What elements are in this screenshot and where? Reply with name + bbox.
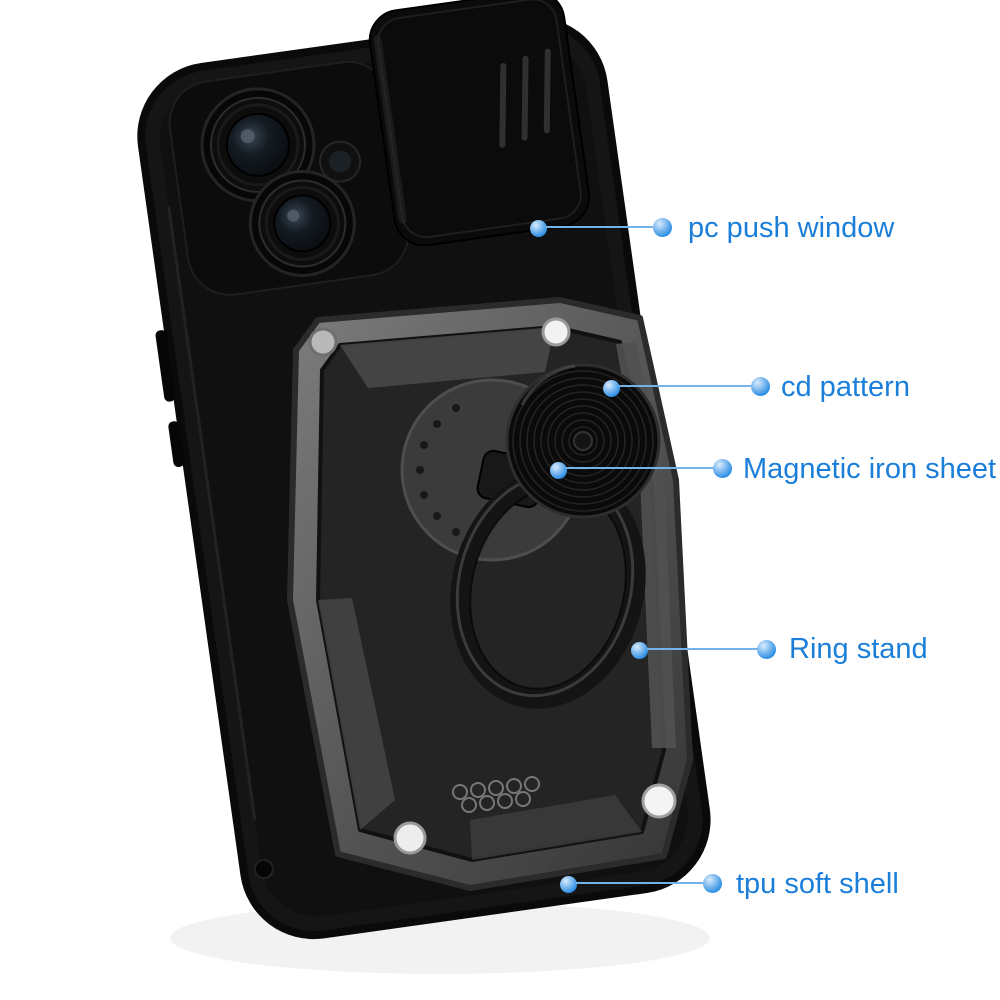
screw-hole xyxy=(308,327,338,357)
callout-leader-line xyxy=(546,226,654,228)
callout-leader-line xyxy=(566,467,714,469)
callout-label-cd-pattern: cd pattern xyxy=(781,371,910,403)
camera-lens xyxy=(200,87,316,203)
callout-label-pc-push-window: pc push window xyxy=(688,212,895,244)
callout-label-tpu-soft-shell: tpu soft shell xyxy=(736,868,899,900)
callout-label-magnetic-iron-sheet: Magnetic iron sheet xyxy=(743,453,997,485)
callout-label-ring-stand: Ring stand xyxy=(789,633,928,665)
rivet-dots xyxy=(416,404,460,536)
callout-leader-line xyxy=(576,882,704,884)
camera-module xyxy=(168,60,410,296)
callout-anchor-dot-icon xyxy=(631,642,648,659)
callout-bullet-dot-icon xyxy=(653,218,672,237)
side-button xyxy=(168,421,185,468)
callout-leader-line xyxy=(647,648,758,650)
cd-pattern-disc xyxy=(505,363,661,519)
camera-slide-cover xyxy=(368,0,591,247)
callout-bullet-dot-icon xyxy=(757,640,776,659)
callout-anchor-dot-icon xyxy=(550,462,567,479)
callout-anchor-dot-icon xyxy=(560,876,577,893)
camera-flash xyxy=(319,140,362,183)
callout-anchor-dot-icon xyxy=(603,380,620,397)
screw-hole xyxy=(641,783,677,819)
camera-lens xyxy=(248,169,356,277)
callout-bullet-dot-icon xyxy=(703,874,722,893)
honeycomb-texture xyxy=(452,776,540,813)
callout-anchor-dot-icon xyxy=(530,220,547,237)
callout-leader-line xyxy=(619,385,752,387)
screw-hole xyxy=(393,821,427,855)
screw-hole xyxy=(541,317,571,347)
side-button xyxy=(155,330,176,402)
callout-bullet-dot-icon xyxy=(751,377,770,396)
callout-bullet-dot-icon xyxy=(713,459,732,478)
